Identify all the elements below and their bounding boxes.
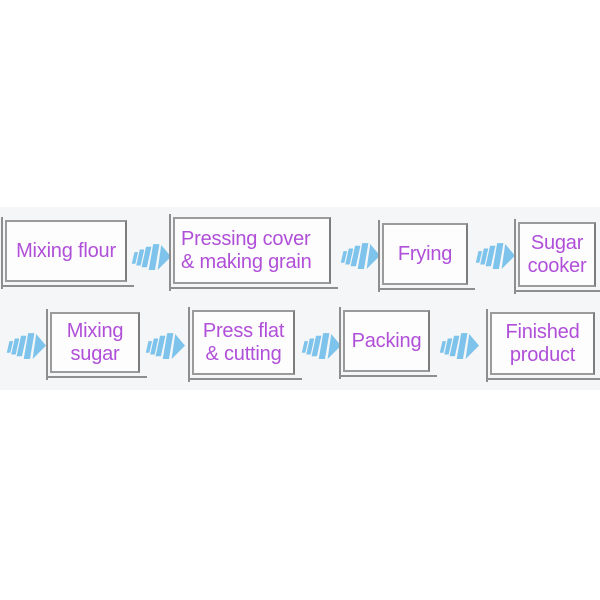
- step-label: & cutting: [205, 342, 282, 365]
- striped-arrow-right-icon: [145, 333, 185, 359]
- step-mixing-flour: Mixing flour: [1, 217, 134, 289]
- step-finished-product: Finished product: [486, 309, 600, 382]
- striped-arrow-right-icon: [475, 243, 515, 269]
- step-sugar-cooker: Sugar cooker: [514, 219, 600, 294]
- step-press-flat-cutting: Press flat & cutting: [188, 307, 302, 382]
- step-label: Mixing: [66, 319, 124, 342]
- step-packing: Packing: [339, 307, 437, 379]
- step-label: sugar: [70, 342, 120, 365]
- step-label: cooker: [527, 254, 587, 277]
- step-label: Mixing flour: [16, 239, 116, 262]
- step-label: Finished: [505, 320, 580, 343]
- step-pressing-cover-making-grain: Pressing cover & making grain: [169, 214, 338, 291]
- striped-arrow-right-icon: [301, 333, 341, 359]
- striped-arrow-right-icon: [131, 244, 171, 270]
- step-label: Press flat: [202, 319, 285, 342]
- striped-arrow-right-icon: [439, 333, 479, 359]
- striped-arrow-right-icon: [340, 243, 380, 269]
- step-label: Sugar: [530, 231, 584, 254]
- step-label: product: [509, 343, 576, 366]
- step-mixing-sugar: Mixing sugar: [46, 309, 147, 380]
- step-label: Pressing cover: [181, 227, 311, 250]
- step-label: Packing: [351, 329, 422, 352]
- striped-arrow-right-icon: [6, 333, 46, 359]
- step-frying: Frying: [378, 220, 475, 292]
- step-label: Frying: [397, 242, 453, 265]
- step-label: & making grain: [181, 250, 312, 273]
